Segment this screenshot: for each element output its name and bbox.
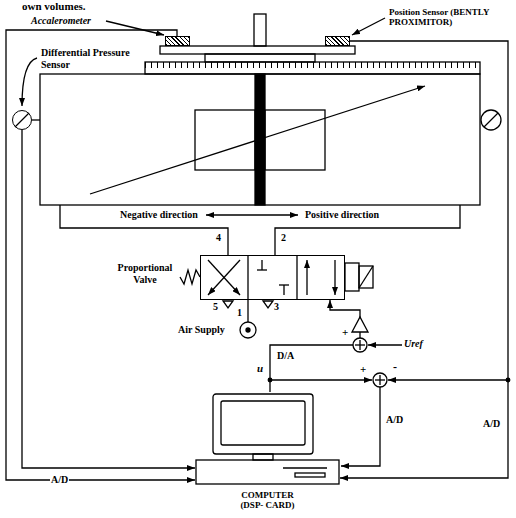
signal-label: + xyxy=(342,326,348,339)
signal-label: - xyxy=(393,361,397,375)
node-label: COMPUTER (DSP- CARD) xyxy=(231,490,304,511)
signal-label: 4 xyxy=(216,232,221,244)
signal-label: 5 xyxy=(213,301,218,313)
signal-label: 2 xyxy=(281,232,286,244)
signal-wire xyxy=(270,300,360,392)
signal-label: Uref xyxy=(404,338,423,350)
signal-label: own volumes. xyxy=(22,0,86,13)
position-sensor: Position Sensor (BENTLY PROXIMITOR) xyxy=(325,36,350,46)
signal-label: u xyxy=(257,362,263,375)
signal-label: Negative direction xyxy=(120,209,198,221)
signal-label: 3 xyxy=(274,301,279,313)
node-label: Accalerometer xyxy=(31,15,91,27)
signal-label: 1 xyxy=(237,307,242,319)
accelerometer-sensor: Accalerometer xyxy=(165,36,190,46)
computer-illustration xyxy=(195,392,340,488)
computer: COMPUTER (DSP- CARD) xyxy=(195,392,340,516)
signal-label: Positive direction xyxy=(305,209,379,221)
converter-label: D/A xyxy=(276,350,295,362)
node-label: Differential Pressure Sensor xyxy=(41,47,143,70)
proportional-valve: Proportional Valve xyxy=(200,255,345,300)
signal-label: + xyxy=(360,363,366,376)
node-label: Position Sensor (BENTLY PROXIMITOR) xyxy=(389,7,509,28)
converter-label: A/D xyxy=(50,474,69,486)
signal-label: A/D xyxy=(386,414,403,426)
pressure-gauge: Differential Pressure Sensor xyxy=(12,110,32,130)
converter-label: A/D xyxy=(482,418,501,430)
signal-label: Air Supply xyxy=(178,324,225,336)
signal-wire xyxy=(22,130,195,468)
signal-wire xyxy=(340,41,508,478)
signal-wire xyxy=(6,30,195,480)
node-label: Proportional Valve xyxy=(113,262,177,285)
